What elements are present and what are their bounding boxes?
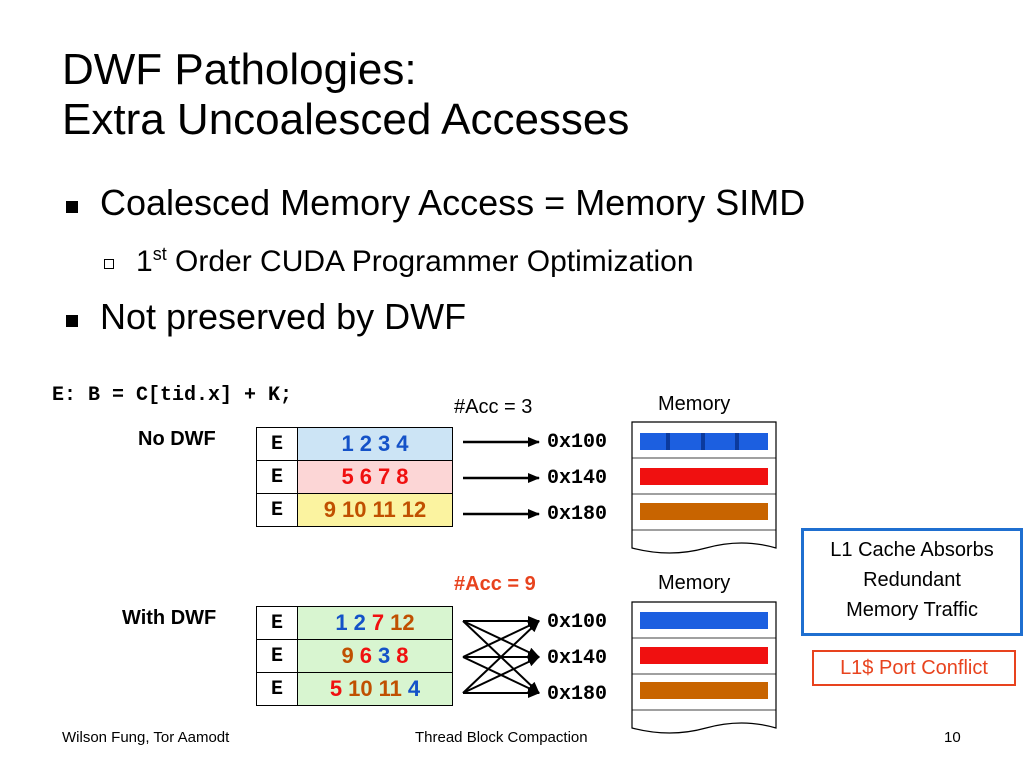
thread-id: 2 [359,431,372,456]
with-dwf-address-1: 0x140 [547,647,608,670]
slide-title-line1: DWF Pathologies: [62,45,417,94]
with-dwf-acc-count: #Acc = 9 [454,573,536,595]
footer-authors: Wilson Fung, Tor Aamodt [62,729,230,746]
with-dwf-row-key: E [256,639,298,673]
no-dwf-address-0: 0x100 [547,431,608,454]
bullet-square-icon [66,201,78,213]
thread-id: 1 [335,610,348,635]
bullet-not-preserved: Not preserved by DWF [100,296,467,337]
sub-bullet-rest: Order CUDA Programmer Optimization [166,245,694,278]
l1-callout-line3: Memory Traffic [846,599,978,621]
with-dwf-label: With DWF [122,607,217,629]
thread-id: 6 [359,464,372,489]
no-dwf-acc-count: #Acc = 3 [454,396,533,418]
with-dwf-memory-block [631,601,777,734]
no-dwf-mem-line-red [640,468,768,485]
slide-title-line2: Extra Uncoalesced Accesses [62,95,630,144]
l1-callout-line1: L1 Cache Absorbs [830,539,994,561]
thread-id: 4 [407,676,421,701]
no-dwf-address-1: 0x140 [547,467,608,490]
thread-id: 8 [396,643,409,668]
thread-id: 11 [378,676,402,701]
with-dwf-address-2: 0x180 [547,683,608,706]
thread-id: 10 [348,676,373,701]
port-conflict-callout: L1$ Port Conflict [812,650,1016,686]
sub-bullet-sup: st [152,244,167,264]
thread-id: 12 [401,497,427,522]
thread-id: 5 [341,464,354,489]
with-dwf-crossing-arrows [462,616,540,698]
thread-id: 1 [341,431,354,456]
thread-id: 7 [371,610,385,635]
with-dwf-row-key: E [256,672,298,706]
no-dwf-address-2: 0x180 [547,503,608,526]
thread-id: 3 [378,431,391,456]
l1-cache-callout: L1 Cache Absorbs Redundant Memory Traffi… [801,528,1023,636]
bullet-square-icon [66,315,78,327]
bullet-coalesced: Coalesced Memory Access = Memory SIMD [100,182,806,223]
footer-talk-title: Thread Block Compaction [415,729,588,746]
no-dwf-memory-label: Memory [658,393,731,415]
footer-page-number: 10 [944,729,961,746]
no-dwf-mem-line-orange [640,503,768,520]
thread-id: 11 [372,497,396,522]
sub-bullet-num: 1 [136,245,153,278]
thread-id: 8 [396,464,409,489]
with-dwf-address-0: 0x100 [547,611,608,634]
no-dwf-label: No DWF [138,428,216,450]
thread-id: 7 [378,464,391,489]
sub-bullet-first-order: 1st Order CUDA Programmer Optimization [136,244,694,279]
thread-id: 2 [353,610,366,635]
with-dwf-memory-label: Memory [658,572,731,594]
thread-id: 3 [378,643,391,668]
with-dwf-mem-line-blue [640,612,768,629]
thread-id: 12 [390,610,415,635]
thread-id: 5 [329,676,343,701]
thread-id: 9 [341,643,354,668]
thread-id: 4 [396,431,409,456]
thread-id: 9 [323,497,336,522]
code-statement: E: B = C[tid.x] + K; [52,384,293,407]
no-dwf-memory-block [631,421,777,554]
l1-callout-line2: Redundant [863,569,961,591]
thread-id: 6 [359,643,372,668]
thread-id: 10 [342,497,367,522]
with-dwf-mem-line-red [640,647,768,664]
sub-bullet-square-icon [104,259,114,269]
with-dwf-mem-line-orange [640,682,768,699]
